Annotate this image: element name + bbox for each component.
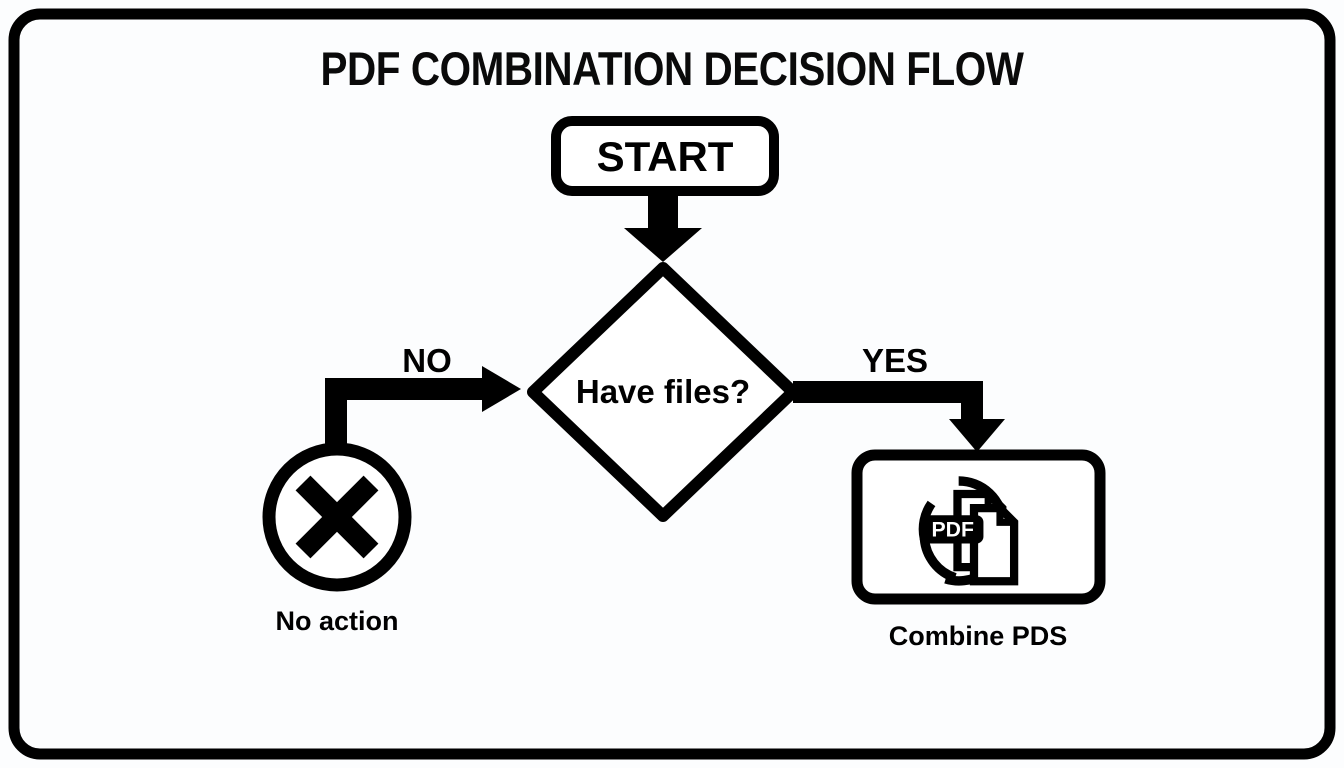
edge-no bbox=[325, 366, 521, 452]
decision-diamond[interactable] bbox=[527, 262, 799, 522]
edge-start-arrowhead bbox=[624, 228, 702, 262]
x-mark-icon bbox=[295, 475, 379, 559]
decision-label: Have files? bbox=[576, 373, 750, 410]
edge-no-horizontal bbox=[325, 378, 485, 400]
outer-frame bbox=[8, 8, 1336, 760]
edge-yes-vertical bbox=[961, 381, 983, 423]
node-no-outcome[interactable]: No action bbox=[262, 442, 412, 636]
start-label: START bbox=[597, 133, 734, 180]
edge-no-label: NO bbox=[402, 342, 452, 379]
edge-yes bbox=[793, 381, 1005, 452]
edge-no-arrowhead bbox=[482, 366, 521, 412]
pdf-badge-text: PDF bbox=[932, 517, 974, 541]
edge-start-shaft bbox=[648, 191, 678, 233]
node-yes-outcome[interactable]: PDF Combine PDS bbox=[851, 449, 1106, 651]
edge-yes-horizontal bbox=[793, 381, 983, 403]
edge-yes-label: YES bbox=[862, 342, 928, 379]
node-start[interactable]: START bbox=[551, 116, 779, 196]
edge-start-to-decision bbox=[624, 191, 702, 262]
page-title: PDF COMBINATION DECISION FLOW bbox=[321, 43, 1025, 96]
edge-yes-arrowhead bbox=[949, 419, 1005, 452]
yes-outcome-label: Combine PDS bbox=[889, 621, 1068, 651]
no-outcome-label: No action bbox=[275, 606, 398, 636]
pdf-combine-icon: PDF bbox=[918, 476, 1019, 586]
pdf-badge bbox=[922, 515, 984, 544]
node-decision[interactable]: Have files? bbox=[527, 262, 799, 522]
